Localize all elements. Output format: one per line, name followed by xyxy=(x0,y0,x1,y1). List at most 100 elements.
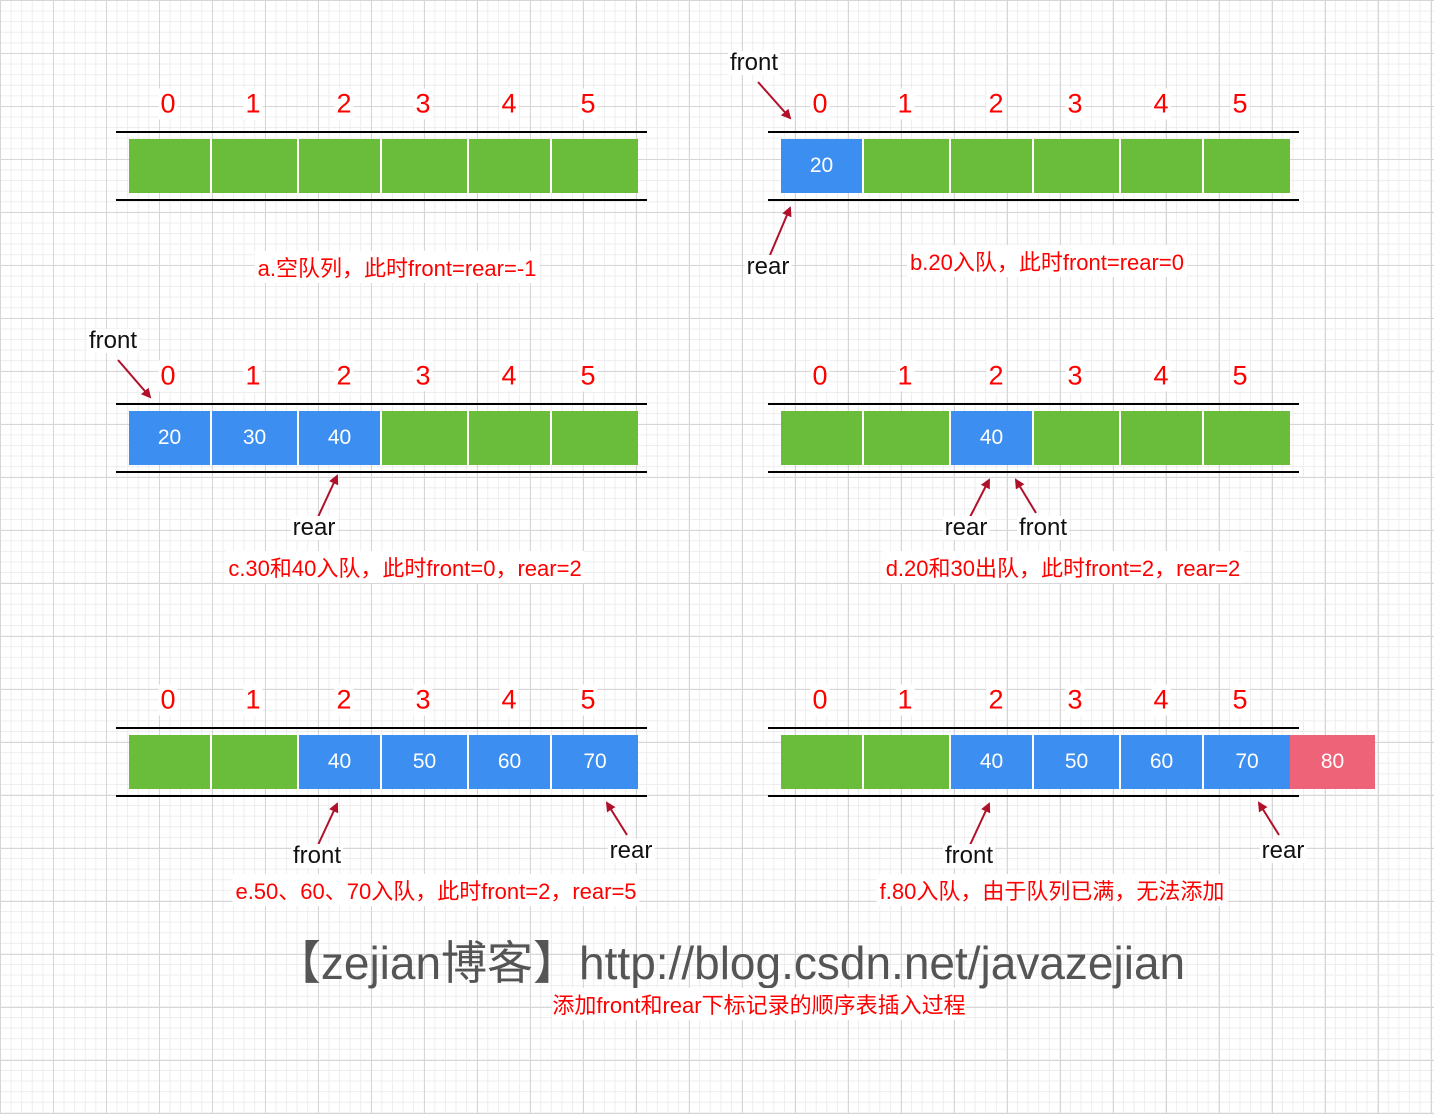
queue-cell xyxy=(469,139,552,193)
queue-cell xyxy=(212,139,299,193)
index-label: 2 xyxy=(334,360,354,392)
index-label: 5 xyxy=(1230,360,1250,392)
index-label: 2 xyxy=(334,684,354,716)
index-label: 0 xyxy=(158,360,178,392)
front-arrow-icon xyxy=(317,802,339,846)
queue-cell xyxy=(864,139,951,193)
index-label: 0 xyxy=(810,684,830,716)
index-label: 5 xyxy=(578,88,598,120)
queue-bottom-line xyxy=(768,471,1299,473)
queue-cell: 30 xyxy=(212,411,299,465)
queue-cell xyxy=(129,735,212,789)
index-label: 4 xyxy=(499,684,519,716)
index-label: 2 xyxy=(986,88,1006,120)
panel-caption: e.50、60、70入队，此时front=2，rear=5 xyxy=(232,874,640,906)
diagram-subtitle: 添加front和rear下标记录的顺序表插入过程 xyxy=(552,988,966,1020)
panel-caption: d.20和30出队，此时front=2，rear=2 xyxy=(882,551,1244,583)
queue-cell: 40 xyxy=(299,411,382,465)
queue-cell xyxy=(552,411,638,465)
front-arrow-icon xyxy=(969,802,991,846)
index-label: 2 xyxy=(334,88,354,120)
index-label: 1 xyxy=(243,360,263,392)
index-label: 3 xyxy=(1065,684,1085,716)
queue-cell: 20 xyxy=(781,139,864,193)
queue-top-line xyxy=(116,131,647,133)
front-pointer-label: front xyxy=(290,842,344,869)
index-label: 4 xyxy=(1151,684,1171,716)
rear-pointer-label: rear xyxy=(607,837,655,864)
queue-bottom-line xyxy=(116,199,647,201)
queue-cell: 40 xyxy=(299,735,382,789)
index-label: 3 xyxy=(1065,360,1085,392)
front-arrow-icon xyxy=(1014,478,1037,514)
index-label: 2 xyxy=(986,360,1006,392)
front-arrow-icon xyxy=(117,359,152,399)
queue-top-line xyxy=(768,403,1299,405)
index-label: 5 xyxy=(578,360,598,392)
queue-cell xyxy=(1204,139,1290,193)
queue-cell: 40 xyxy=(951,411,1034,465)
rear-pointer-label: rear xyxy=(744,253,792,280)
queue-cell xyxy=(1121,411,1204,465)
queue-cell: 70 xyxy=(552,735,638,789)
queue-cell xyxy=(299,139,382,193)
front-pointer-label: front xyxy=(86,327,140,354)
queue-cell xyxy=(212,735,299,789)
queue-bottom-line xyxy=(116,471,647,473)
queue-cell: 50 xyxy=(1034,735,1121,789)
queue-cell xyxy=(864,411,951,465)
front-pointer-label: front xyxy=(942,842,996,869)
queue-cell xyxy=(382,139,469,193)
queue-cell: 40 xyxy=(951,735,1034,789)
index-label: 1 xyxy=(895,88,915,120)
rear-arrow-icon xyxy=(605,801,628,836)
queue-cell xyxy=(1034,411,1121,465)
queue-top-line xyxy=(116,403,647,405)
front-pointer-label: front xyxy=(1016,514,1070,541)
queue-bottom-line xyxy=(116,795,647,797)
queue-cell xyxy=(864,735,951,789)
index-label: 1 xyxy=(243,684,263,716)
rear-pointer-label: rear xyxy=(942,514,990,541)
rear-arrow-icon xyxy=(969,478,990,518)
index-label: 3 xyxy=(413,88,433,120)
queue-cell: 50 xyxy=(382,735,469,789)
index-label: 3 xyxy=(413,684,433,716)
rear-arrow-icon xyxy=(1257,801,1280,836)
front-arrow-icon xyxy=(757,81,792,120)
queue-cell xyxy=(1121,139,1204,193)
index-label: 0 xyxy=(810,360,830,392)
queue-top-line xyxy=(768,131,1299,133)
index-label: 3 xyxy=(1065,88,1085,120)
queue-bottom-line xyxy=(768,795,1299,797)
overflow-cell: 80 xyxy=(1290,735,1375,789)
queue-cell xyxy=(129,139,212,193)
index-label: 0 xyxy=(158,684,178,716)
rear-pointer-label: rear xyxy=(1259,837,1307,864)
index-label: 5 xyxy=(578,684,598,716)
index-label: 5 xyxy=(1230,684,1250,716)
panel-caption: b.20入队，此时front=rear=0 xyxy=(907,245,1187,277)
queue-cell xyxy=(552,139,638,193)
queue-cell: 60 xyxy=(469,735,552,789)
index-label: 2 xyxy=(986,684,1006,716)
rear-pointer-label: rear xyxy=(290,514,338,541)
queue-cell: 20 xyxy=(129,411,212,465)
rear-arrow-icon xyxy=(317,474,339,518)
index-label: 4 xyxy=(1151,88,1171,120)
front-pointer-label: front xyxy=(727,49,781,76)
panel-caption: f.80入队，由于队列已满，无法添加 xyxy=(876,874,1228,906)
queue-cell: 60 xyxy=(1121,735,1204,789)
index-label: 0 xyxy=(810,88,830,120)
panel-caption: c.30和40入队，此时front=0，rear=2 xyxy=(225,551,585,583)
index-label: 4 xyxy=(1151,360,1171,392)
queue-cell: 70 xyxy=(1204,735,1290,789)
queue-cell xyxy=(469,411,552,465)
panel-caption: a.空队列，此时front=rear=-1 xyxy=(254,251,540,283)
queue-cell xyxy=(382,411,469,465)
index-label: 1 xyxy=(895,684,915,716)
index-label: 3 xyxy=(413,360,433,392)
queue-cell xyxy=(781,411,864,465)
index-label: 5 xyxy=(1230,88,1250,120)
